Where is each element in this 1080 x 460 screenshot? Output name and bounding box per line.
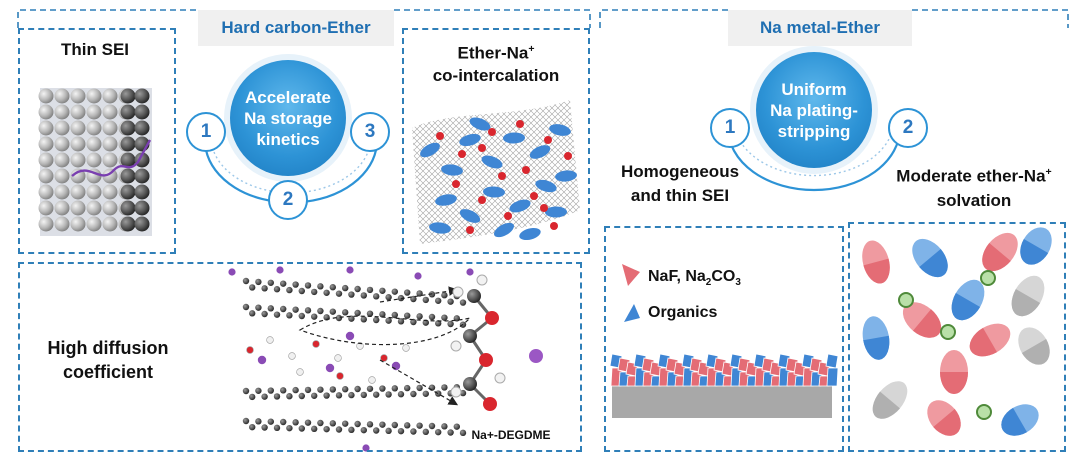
- solvation-illustration: [862, 227, 1052, 436]
- circle-line-1: Uniform: [781, 79, 847, 99]
- thin-sei-label: Thin SEI: [61, 40, 129, 59]
- moderate-solvation-label: Moderate ether-Na+solvation: [896, 166, 1052, 210]
- hard-carbon-ether-header: Hard carbon-Ether: [198, 10, 394, 46]
- sei-layer-illustration: [609, 264, 839, 418]
- step-2-badge: 2: [268, 180, 308, 220]
- sei-box: [604, 226, 844, 452]
- step-2-badge: 2: [888, 108, 928, 148]
- step-3-badge: 3: [350, 112, 390, 152]
- circle-line-3: kinetics: [256, 129, 320, 149]
- legend-organics-label: Organics: [648, 304, 718, 321]
- circle-line-3: stripping: [777, 121, 851, 141]
- thin-sei-illustration: [38, 88, 152, 236]
- cointercalation-box: [402, 28, 590, 254]
- diffusion-illustration: [242, 274, 543, 437]
- molecule-label: Na+-DEGDME: [471, 428, 551, 442]
- circle-line-2: Na plating-: [770, 100, 858, 120]
- na-metal-ether-header: Na metal-Ether: [728, 10, 912, 46]
- legend-naf-label: NaF, Na2CO3: [648, 268, 741, 289]
- step-1-badge: 1: [710, 108, 750, 148]
- thin-sei-box: [18, 28, 176, 254]
- solvation-box: [848, 222, 1066, 452]
- circle-line-2: Na storage: [244, 108, 332, 128]
- cointercalation-illustration: [412, 100, 580, 244]
- cointercalation-label: Ether-Na+co-intercalation: [432, 43, 560, 85]
- diffusion-box: [18, 262, 582, 452]
- circle-line-1: Accelerate: [244, 87, 331, 107]
- step-1-badge: 1: [186, 112, 226, 152]
